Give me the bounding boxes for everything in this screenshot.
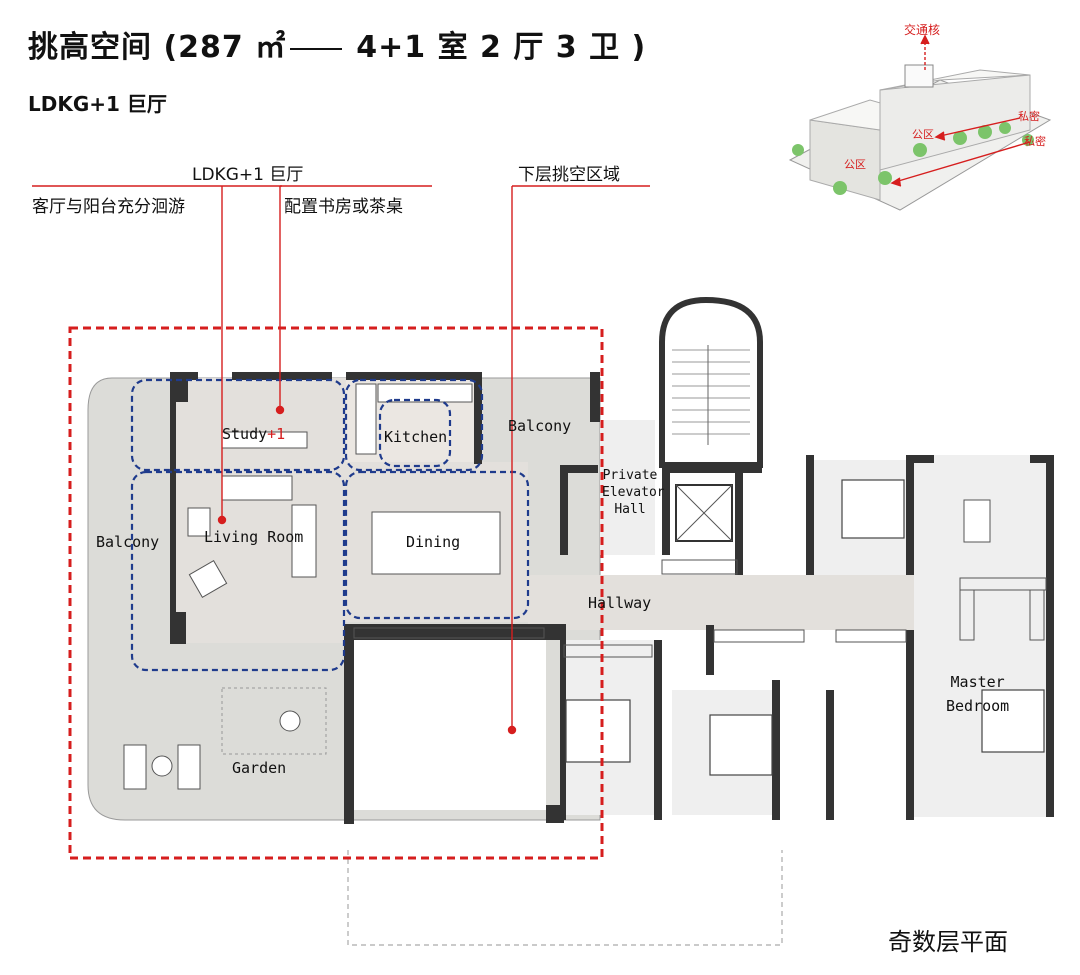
elevator-hall-floor [600,420,655,555]
room-study: Study+1 [222,425,285,443]
room-elevator-hall-line3: Hall [614,502,646,517]
diagram-label-private-2: 私密 [1024,134,1046,148]
title-rooms: 4+1 室 2 厅 3 卫 ) [356,30,647,65]
room-living: Living Room [204,528,304,546]
room-master-line1: Master [950,673,1005,691]
ldkg-boundary [68,326,604,860]
annotation-living-loop: 客厅与阳台充分洄游 [32,197,185,217]
diagram-core-box [904,64,934,88]
room-study-plus: +1 [267,425,286,443]
living-furniture [187,383,991,598]
stair-core [659,296,763,468]
title-main: 挑高空间 (287 ㎡ [28,30,287,65]
lounge-chair-1 [123,744,147,790]
room-kitchen: Kitchen [384,428,448,446]
lower-void-outline [347,850,783,946]
zone-study [130,378,346,472]
zone-kitchen [344,378,484,472]
room-elevator-hall-line1: Private [602,468,658,483]
zones [130,378,530,672]
room-dining: Dining [406,533,461,551]
walls [170,372,1054,824]
room-garden: Garden [232,759,287,777]
room-master-line2: Bedroom [946,697,1010,715]
title-dash [290,47,343,50]
stair-steps [672,345,750,445]
annotation-leaders [32,185,650,735]
lounge-chair-2 [177,744,201,790]
annotation-ldkg: LDKG+1 巨厅 [192,165,304,185]
garden-table [279,710,301,732]
page-subtitle: LDKG+1 巨厅 [28,92,167,116]
plan-caption: 奇数层平面 [888,928,1008,956]
diagram-label-core: 交通核 [904,22,940,37]
diagram-label-public-2: 公区 [844,158,866,171]
room-hallway: Hallway [588,594,652,612]
diagram-trees [792,122,1034,195]
annotation-study-option: 配置书房或茶桌 [284,197,403,217]
zoning-3d-diagram: 交通核 私密 私密 公区 公区 [788,22,1052,211]
garden-side-table [151,755,173,777]
room-balcony-top: Balcony [508,417,572,435]
void-floor [348,640,546,810]
closets [353,559,1047,658]
room-master-bedroom: Master Bedroom [946,670,1009,718]
page-title: 挑高空间 (287 ㎡ 4+1 室 2 厅 3 卫 ) [28,22,646,66]
beds [565,479,1045,776]
annotation-void-area: 下层挑空区域 [518,165,620,185]
diagram-label-public-1: 公区 [912,128,934,141]
room-elevator-hall-line2: Elevator [602,485,665,500]
diagram-arrows [890,34,1031,187]
diagram-label-private-1: 私密 [1018,109,1040,123]
zone-dining [344,470,530,620]
room-elevator-hall: Private Elevator Hall [602,467,665,518]
garden-deck [221,687,327,755]
hallway-floor [528,575,914,630]
zone-living [130,470,346,672]
room-study-label: Study [222,425,268,443]
room-balcony-left: Balcony [96,533,160,551]
zone-kitchen-inner [378,398,452,468]
